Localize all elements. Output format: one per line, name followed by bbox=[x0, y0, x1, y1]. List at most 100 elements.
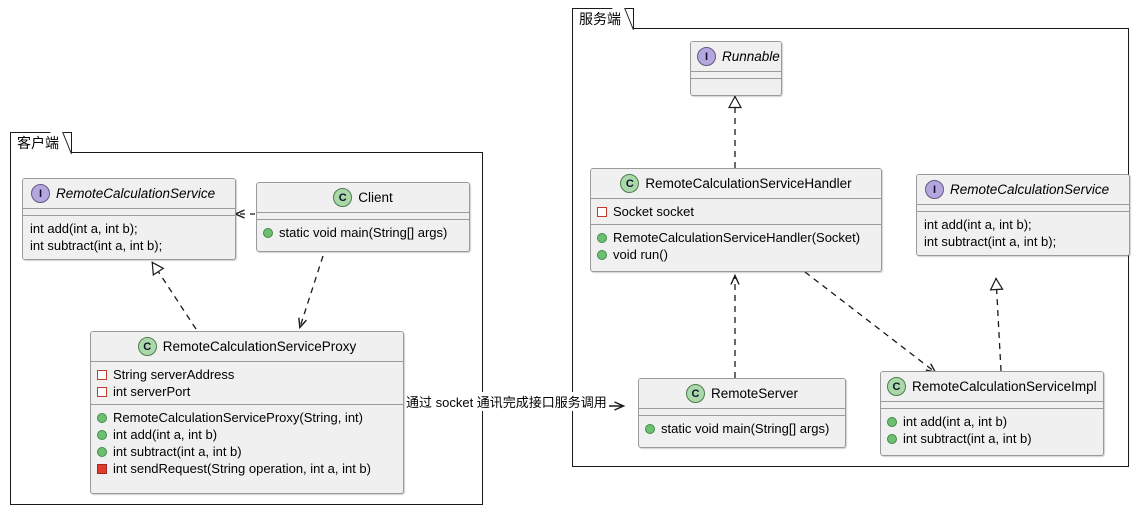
attributes-compartment bbox=[639, 409, 845, 416]
member-label: int subtract(int a, int b) bbox=[903, 431, 1032, 446]
methods-compartment: int add(int a, int b); int subtract(int … bbox=[23, 216, 235, 258]
attributes-compartment bbox=[23, 209, 235, 216]
member-label: RemoteCalculationServiceHandler(Socket) bbox=[613, 230, 861, 245]
member-row: int add(int a, int b); bbox=[29, 220, 229, 237]
public-visibility-icon bbox=[97, 429, 107, 440]
class-badge-icon: C bbox=[333, 188, 353, 207]
member-row: int add(int a, int b) bbox=[887, 413, 1097, 430]
class-badge-icon: C bbox=[685, 384, 705, 403]
attributes-compartment: String serverAddress int serverPort bbox=[91, 362, 403, 405]
member-label: int add(int a, int b); bbox=[924, 217, 1032, 232]
node-title: Client bbox=[358, 190, 393, 205]
package-label-client: 客户端 bbox=[17, 135, 59, 151]
class-badge-icon: C bbox=[620, 174, 640, 193]
methods-compartment: int add(int a, int b); int subtract(int … bbox=[917, 212, 1129, 254]
private-visibility-icon bbox=[97, 369, 107, 380]
node-title: Runnable bbox=[722, 49, 780, 64]
methods-compartment: static void main(String[] args) bbox=[257, 220, 469, 245]
public-visibility-icon bbox=[597, 232, 607, 243]
attributes-compartment bbox=[917, 205, 1129, 212]
node-header: I RemoteCalculationService bbox=[23, 179, 235, 209]
node-remote-calculation-service-handler[interactable]: C RemoteCalculationServiceHandler Socket… bbox=[590, 168, 882, 272]
member-row: int subtract(int a, int b); bbox=[29, 237, 229, 254]
package-frame-client bbox=[10, 152, 483, 505]
node-title: RemoteCalculationServiceImpl bbox=[912, 379, 1097, 394]
methods-compartment: static void main(String[] args) bbox=[639, 416, 845, 441]
node-header: C Client bbox=[257, 183, 469, 213]
member-label: int add(int a, int b); bbox=[30, 221, 138, 236]
node-header: C RemoteCalculationServiceProxy bbox=[91, 332, 403, 362]
node-header: C RemoteCalculationServiceImpl bbox=[881, 372, 1103, 402]
member-row: int serverPort bbox=[97, 383, 397, 400]
member-label: int serverPort bbox=[113, 384, 191, 399]
public-visibility-icon bbox=[97, 412, 107, 423]
member-row: int subtract(int a, int b); bbox=[923, 233, 1123, 250]
public-visibility-icon bbox=[97, 446, 107, 457]
member-row: int sendRequest(String operation, int a,… bbox=[97, 460, 397, 477]
public-visibility-icon bbox=[887, 416, 897, 427]
node-header: C RemoteServer bbox=[639, 379, 845, 409]
node-client-remote-calculation-service[interactable]: I RemoteCalculationService int add(int a… bbox=[22, 178, 236, 260]
class-badge-icon: C bbox=[137, 337, 157, 356]
node-remote-calculation-service-impl[interactable]: C RemoteCalculationServiceImpl int add(i… bbox=[880, 371, 1104, 456]
member-row: String serverAddress bbox=[97, 366, 397, 383]
public-visibility-icon bbox=[887, 433, 897, 444]
node-title: RemoteCalculationServiceHandler bbox=[645, 176, 852, 191]
attributes-compartment bbox=[691, 72, 781, 79]
member-label: static void main(String[] args) bbox=[661, 421, 830, 436]
class-badge-icon: C bbox=[887, 377, 906, 396]
methods-compartment bbox=[691, 79, 781, 86]
member-row: RemoteCalculationServiceHandler(Socket) bbox=[597, 229, 875, 246]
methods-compartment: RemoteCalculationServiceHandler(Socket) … bbox=[591, 225, 881, 267]
member-label: int subtract(int a, int b); bbox=[924, 234, 1057, 249]
member-label: void run() bbox=[613, 247, 668, 262]
private-filled-visibility-icon bbox=[97, 463, 107, 474]
interface-badge-icon: I bbox=[697, 47, 716, 66]
private-visibility-icon bbox=[97, 386, 107, 397]
node-title: RemoteCalculationService bbox=[56, 186, 216, 201]
attributes-compartment: Socket socket bbox=[591, 199, 881, 225]
socket-annotation-label: 通过 socket 通讯完成接口服务调用 bbox=[404, 392, 609, 411]
interface-badge-icon: I bbox=[31, 184, 50, 203]
member-row: void run() bbox=[597, 246, 875, 263]
member-label: String serverAddress bbox=[113, 367, 235, 382]
member-label: int add(int a, int b) bbox=[113, 427, 218, 442]
member-label: int subtract(int a, int b); bbox=[30, 238, 163, 253]
private-visibility-icon bbox=[597, 206, 607, 217]
member-row: static void main(String[] args) bbox=[263, 224, 463, 241]
node-header: I Runnable bbox=[691, 42, 781, 72]
member-label: RemoteCalculationServiceProxy(String, in… bbox=[113, 410, 363, 425]
node-title: RemoteCalculationServiceProxy bbox=[162, 339, 357, 354]
node-header: C RemoteCalculationServiceHandler bbox=[591, 169, 881, 199]
public-visibility-icon bbox=[263, 227, 273, 238]
member-row: int add(int a, int b) bbox=[97, 426, 397, 443]
node-remote-calculation-service-proxy[interactable]: C RemoteCalculationServiceProxy String s… bbox=[90, 331, 404, 494]
methods-compartment: RemoteCalculationServiceProxy(String, in… bbox=[91, 405, 403, 481]
node-remote-server[interactable]: C RemoteServer static void main(String[]… bbox=[638, 378, 846, 448]
methods-compartment: int add(int a, int b) int subtract(int a… bbox=[881, 409, 1103, 451]
member-row: int subtract(int a, int b) bbox=[887, 430, 1097, 447]
public-visibility-icon bbox=[597, 249, 607, 260]
member-row: static void main(String[] args) bbox=[645, 420, 839, 437]
member-label: static void main(String[] args) bbox=[279, 225, 448, 240]
member-label: int sendRequest(String operation, int a,… bbox=[113, 461, 371, 476]
node-title: RemoteCalculationService bbox=[950, 182, 1110, 197]
member-label: Socket socket bbox=[613, 204, 694, 219]
package-label-server: 服务端 bbox=[579, 11, 621, 27]
node-title: RemoteServer bbox=[710, 386, 799, 401]
package-tab-client: 客户端 bbox=[10, 132, 72, 154]
package-tab-server: 服务端 bbox=[572, 8, 634, 30]
attributes-compartment bbox=[881, 402, 1103, 409]
node-runnable[interactable]: I Runnable bbox=[690, 41, 782, 96]
member-row: int subtract(int a, int b) bbox=[97, 443, 397, 460]
public-visibility-icon bbox=[645, 423, 655, 434]
attributes-compartment bbox=[257, 213, 469, 220]
member-row: Socket socket bbox=[597, 203, 875, 220]
node-server-remote-calculation-service[interactable]: I RemoteCalculationService int add(int a… bbox=[916, 174, 1130, 256]
member-row: RemoteCalculationServiceProxy(String, in… bbox=[97, 409, 397, 426]
interface-badge-icon: I bbox=[925, 180, 944, 199]
node-client[interactable]: C Client static void main(String[] args) bbox=[256, 182, 470, 252]
member-label: int add(int a, int b) bbox=[903, 414, 1008, 429]
member-label: int subtract(int a, int b) bbox=[113, 444, 242, 459]
